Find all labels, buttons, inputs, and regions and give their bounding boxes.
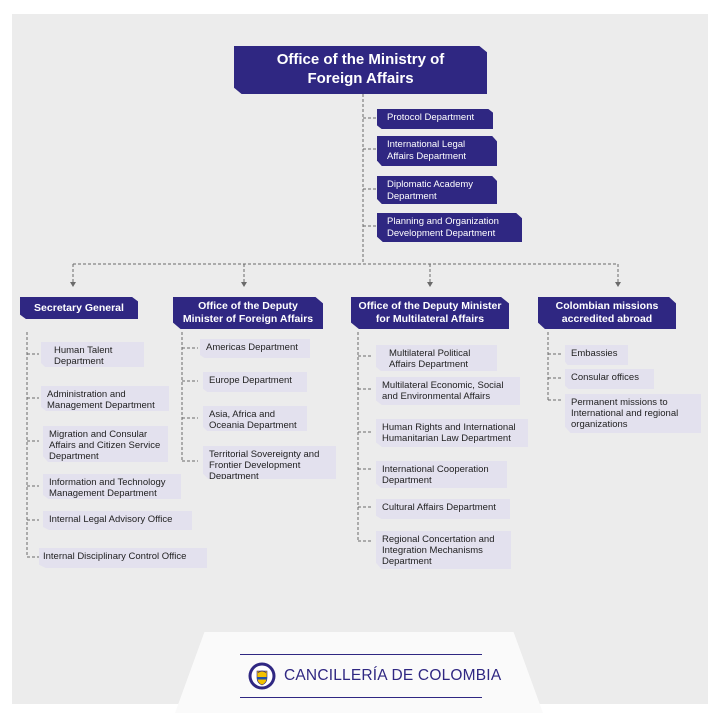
internal-disciplinary-control-office: Internal Disciplinary Control Office [39,548,207,568]
item-label: Administration and [47,389,126,400]
unit-label: Development Department [387,228,496,239]
item-label: Territorial Sovereignty and [209,449,320,460]
item-label: Multilateral Economic, Social [382,380,504,391]
embassies: Embassies [565,345,628,365]
international-legal-affairs-box: International Legal Affairs Department [377,136,497,166]
unit-label: Diplomatic Academy [387,179,474,190]
item-label: Management Department [47,400,155,411]
item-label: Oceania Department [209,420,297,431]
header-label: accredited abroad [561,313,653,325]
unit-label: Department [387,191,437,202]
item-label: Integration Mechanisms [382,545,483,556]
territorial-sovereignty-department: Territorial Sovereignty and Frontier Dev… [203,446,336,479]
unit-label: Planning and Organization [387,216,499,227]
item-label: International and regional [571,408,679,419]
unit-label: International Legal [387,139,466,150]
deputy-foreign-affairs-header: Office of the Deputy Minister of Foreign… [173,297,323,329]
planning-organization-box: Planning and Organization Development De… [377,213,522,242]
item-label: Cultural Affairs Department [382,502,496,513]
internal-legal-advisory-office: Internal Legal Advisory Office [43,511,192,530]
item-label: Information and Technology [49,477,166,488]
administration-management-department: Administration and Management Department [41,386,169,411]
header-label: Office of the Deputy [198,300,298,312]
consular-offices: Consular offices [565,369,654,389]
item-label: Permanent missions to [571,397,668,408]
item-label: Migration and Consular [49,429,148,440]
information-technology-department: Information and Technology Management De… [43,474,181,499]
regional-concertation-integration-department: Regional Concertation and Integration Me… [376,531,511,569]
item-label: Internal Legal Advisory Office [49,514,173,525]
item-label: Affairs and Citizen Service [49,440,161,451]
ministry-title-line-2: Foreign Affairs [307,70,414,87]
item-label: Frontier Development [209,460,301,471]
item-label: Americas Department [206,342,298,353]
unit-label: Protocol Department [387,112,475,123]
item-label: Asia, Africa and [209,409,276,420]
international-cooperation-department: International Cooperation Department [376,461,507,488]
item-label: Multilateral Political [389,348,471,359]
europe-department: Europe Department [203,372,307,392]
item-label: Department [49,451,99,462]
permanent-missions: Permanent missions to International and … [565,394,701,433]
migration-consular-affairs-department: Migration and Consular Affairs and Citiz… [43,426,168,462]
asia-africa-oceania-department: Asia, Africa and Oceania Department [203,406,307,431]
diplomatic-academy-box: Diplomatic Academy Department [377,176,497,204]
secretary-general-header: Secretary General [20,297,138,319]
item-label: Affairs Department [389,359,469,370]
multilateral-economic-social-affairs: Multilateral Economic, Social and Enviro… [376,377,520,405]
item-label: organizations [571,419,628,430]
ministry-title-line-1: Office of the Ministry of [276,51,445,68]
item-label: Department [382,475,432,486]
item-label: Department [54,356,104,367]
coat-of-arms-seal-icon [248,662,276,690]
item-label: Department [382,556,432,567]
protocol-department-box: Protocol Department [377,109,493,129]
header-label: Colombian missions [555,300,659,312]
header-label: for Multilateral Affairs [375,313,485,325]
item-label: Human Talent [54,345,113,356]
deputy-multilateral-affairs-header: Office of the Deputy Minister for Multil… [351,297,509,329]
header-label: Minister of Foreign Affairs [182,313,314,325]
item-label: and Environmental Affairs [382,391,491,402]
item-label: Humanitarian Law Department [382,433,511,444]
cancilleria-logo: CANCILLERÍA DE COLOMBIA [240,654,501,698]
brand-name: CANCILLERÍA DE COLOMBIA [284,667,502,684]
item-label: Consular offices [571,372,639,383]
human-talent-department: Human Talent Department [41,342,144,367]
header-label: Secretary General [34,302,124,314]
unit-label: Affairs Department [387,151,467,162]
cultural-affairs-department: Cultural Affairs Department [376,499,510,519]
item-label: Department [209,471,259,482]
item-label: Regional Concertation and [382,534,495,545]
americas-department: Americas Department [200,339,310,358]
item-label: International Cooperation [382,464,489,475]
item-label: Management Department [49,488,157,499]
colombian-missions-header: Colombian missions accredited abroad [538,297,676,329]
multilateral-political-affairs-department: Multilateral Political Affairs Departmen… [376,345,497,371]
item-label: Embassies [571,348,618,359]
human-rights-humanitarian-law-department: Human Rights and International Humanitar… [376,419,528,447]
header-label: Office of the Deputy Minister [358,300,502,312]
item-label: Human Rights and International [382,422,516,433]
item-label: Internal Disciplinary Control Office [43,551,187,562]
item-label: Europe Department [209,375,292,386]
footer-panel [175,632,543,713]
ministry-office-box: Office of the Ministry of Foreign Affair… [234,46,487,94]
